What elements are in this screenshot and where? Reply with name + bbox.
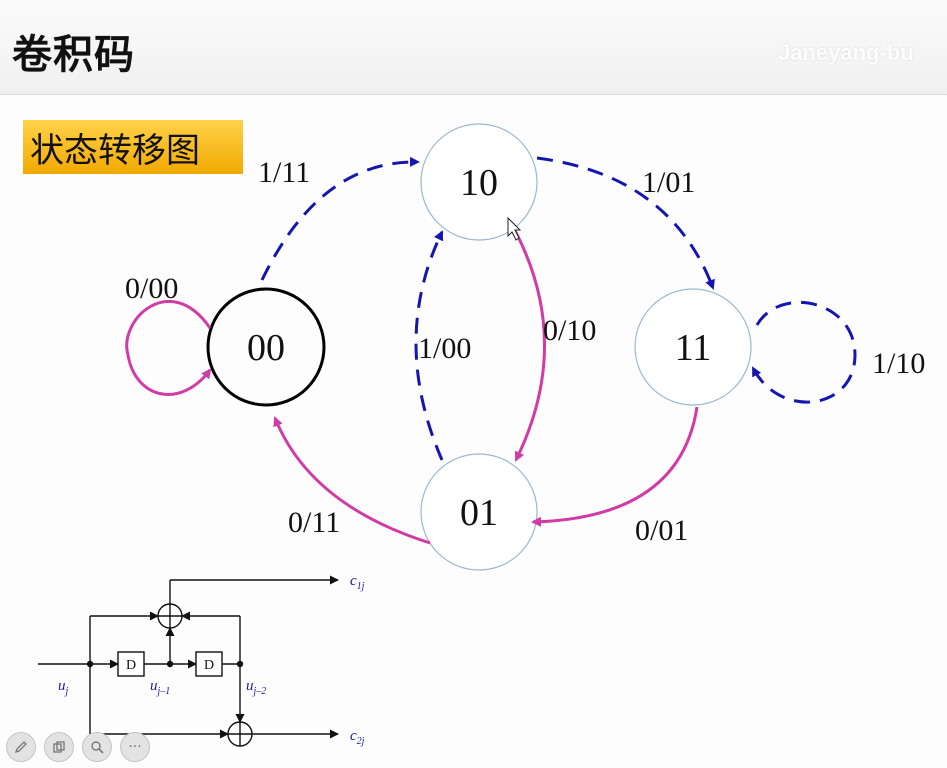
state-node-01: 01 [420, 453, 538, 571]
slide-header: 卷积码 Janeyang-bu [0, 0, 947, 95]
delay-label-1: D [126, 658, 136, 673]
pen-icon[interactable] [6, 732, 36, 762]
state-label-10: 10 [460, 162, 498, 204]
edge-label-11-11: 1/10 [872, 347, 925, 380]
encoder-input-label: uj [58, 678, 69, 697]
mouse-cursor-icon [507, 216, 522, 241]
edge-label-01-00: 0/11 [288, 506, 340, 539]
edge-label-00-10: 1/11 [258, 156, 310, 189]
edge-01-to-00 [273, 416, 431, 545]
encoder-tap2-label: uj–2 [246, 678, 266, 697]
edge-11-to-01 [531, 406, 699, 527]
state-label-00: 00 [247, 327, 285, 369]
encoder-tap1-label: uj–1 [150, 678, 170, 697]
more-icon[interactable]: ··· [120, 732, 150, 762]
edge-01-to-10 [414, 230, 444, 461]
encoder-schematic [38, 575, 339, 747]
copy-icon[interactable] [44, 732, 74, 762]
delay-label-2: D [204, 658, 214, 673]
state-label-01: 01 [460, 492, 498, 534]
state-label-11: 11 [675, 327, 712, 369]
subtitle-highlight [23, 120, 243, 174]
edge-label-10-11: 1/01 [642, 166, 695, 199]
edge-00-to-10 [260, 156, 420, 281]
zoom-icon[interactable] [82, 732, 112, 762]
state-node-10: 10 [420, 123, 538, 241]
edge-10-to-11 [536, 156, 715, 290]
edge-label-10-01: 0/10 [543, 314, 596, 347]
presentation-toolbar: ··· [6, 732, 150, 762]
edge-00-self-loop [125, 300, 212, 396]
edge-11-self-loop [751, 301, 857, 404]
edge-label-01-10: 1/00 [418, 332, 471, 365]
edge-10-to-01 [510, 224, 546, 462]
encoder-output2-label: c2j [350, 728, 365, 747]
state-node-11: 11 [634, 288, 752, 406]
edge-label-00-00: 0/00 [125, 272, 178, 305]
page-title: 卷积码 [12, 32, 135, 78]
diagram-subtitle: 状态转移图 [30, 131, 200, 171]
edge-label-11-01: 0/01 [635, 514, 688, 547]
state-node-00: 00 [206, 287, 326, 407]
encoder-output1-label: c1j [350, 573, 365, 592]
watermark: Janeyang-bu [778, 40, 914, 65]
